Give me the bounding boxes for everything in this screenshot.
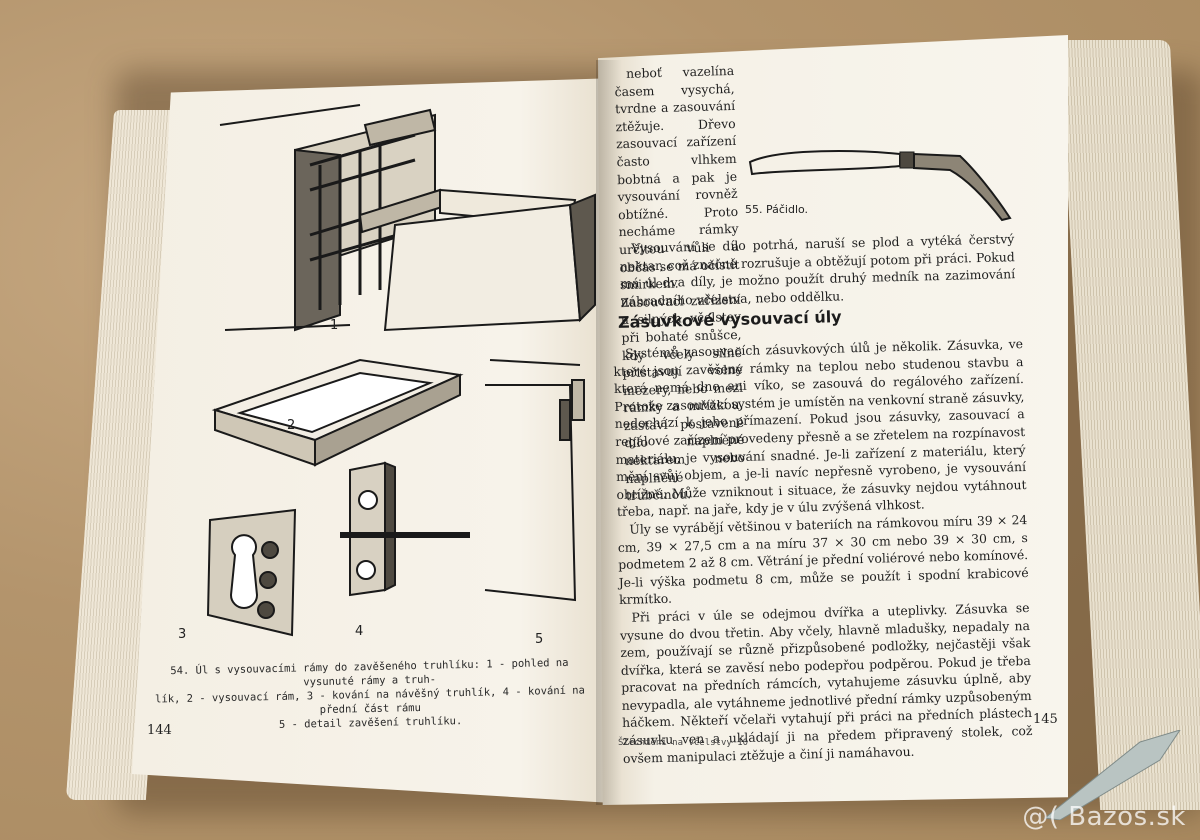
right-body-text: Systémů zasouvacích zásuvkových úlů je n…	[613, 335, 1033, 767]
right-paragraph-continued: Vysouvání se dílo potrhá, naruší se plod…	[619, 230, 1016, 310]
paragraph: Systémů zasouvacích zásuvkových úlů je n…	[613, 336, 1027, 520]
pacidlo-illustration	[748, 150, 1012, 222]
letter-opener	[1043, 730, 1181, 820]
figure-3-drawing	[206, 508, 297, 637]
figure-1-drawing	[219, 104, 596, 332]
hive-illustrations	[206, 104, 596, 637]
page-number-left: 144	[147, 723, 172, 738]
paragraph: Vysouvání se dílo potrhá, naruší se plod…	[619, 231, 1016, 309]
figure-5-drawing	[484, 359, 585, 602]
watermark: @( Bazos.sk	[1022, 802, 1186, 832]
figure-label-1: 1	[330, 318, 339, 333]
page-footer: Šlechtění na včelstvy 10	[618, 738, 749, 748]
figure-54-caption: 54. Úl s vysouvacími rámy do zavěšeného …	[149, 655, 590, 734]
figure-2-drawing	[211, 358, 464, 467]
figure-4-drawing	[340, 461, 470, 597]
figure-label-5: 5	[535, 632, 544, 647]
figure-label-2: 2	[287, 418, 296, 433]
book-gutter	[596, 60, 622, 805]
figure-label-4: 4	[355, 624, 364, 639]
page-number-right: 145	[1033, 712, 1058, 727]
figure-label-3: 3	[178, 627, 187, 642]
paragraph: Úly se vyrábějí většinou v bateriích na …	[617, 511, 1029, 608]
figure-55-caption: 55. Páčidlo.	[745, 203, 809, 216]
